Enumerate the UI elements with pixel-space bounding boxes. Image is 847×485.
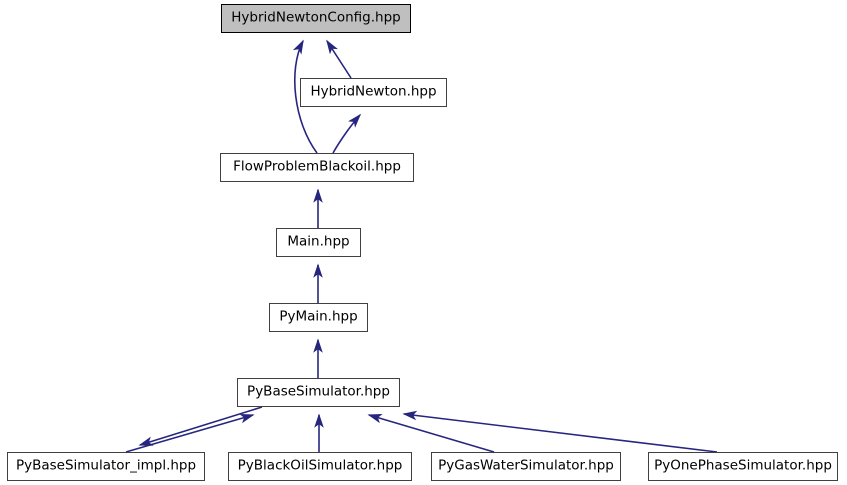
node-label: PyOnePhaseSimulator.hpp — [654, 457, 832, 474]
node-pybasesimulator-impl[interactable]: PyBaseSimulator_impl.hpp — [7, 452, 205, 481]
node-label: PyBaseSimulator_impl.hpp — [15, 457, 197, 474]
edge-pybasesimulator-to-pybasesimulator_impl — [138, 406, 263, 446]
node-pymain[interactable]: PyMain.hpp — [269, 303, 368, 332]
node-pybasesimulator[interactable]: PyBaseSimulator.hpp — [237, 378, 400, 407]
node-hybridnewton[interactable]: HybridNewton.hpp — [300, 78, 447, 107]
node-label: PyBlackOilSimulator.hpp — [237, 457, 403, 474]
edge-pygaswatersimulator-to-pybasesimulator — [367, 414, 495, 453]
node-pyblackoilsimulator[interactable]: PyBlackOilSimulator.hpp — [228, 452, 412, 481]
node-label: Main.hpp — [287, 233, 350, 250]
node-label: HybridNewtonConfig.hpp — [231, 9, 401, 26]
node-pygaswatersimulator[interactable]: PyGasWaterSimulator.hpp — [431, 452, 621, 481]
node-pyonephasesimulator[interactable]: PyOnePhaseSimulator.hpp — [648, 452, 838, 481]
node-label: HybridNewton.hpp — [310, 83, 437, 100]
edge-hybridnewton-to-hybridnewtonconfig — [326, 39, 352, 79]
node-label: FlowProblemBlackoil.hpp — [233, 158, 401, 175]
node-label: PyGasWaterSimulator.hpp — [438, 457, 614, 474]
edge-flowproblemblackoil-to-hybridnewton — [332, 113, 362, 154]
node-label: PyMain.hpp — [279, 308, 358, 325]
node-hybridnewtonconfig[interactable]: HybridNewtonConfig.hpp — [221, 4, 411, 33]
node-label: PyBaseSimulator.hpp — [247, 383, 390, 400]
node-flowproblemblackoil[interactable]: FlowProblemBlackoil.hpp — [220, 153, 414, 182]
edge-pybasesimulator_impl-to-pybasesimulator — [125, 413, 255, 453]
edge-pyonephasesimulator-to-pybasesimulator — [402, 410, 718, 453]
node-main[interactable]: Main.hpp — [276, 228, 361, 257]
